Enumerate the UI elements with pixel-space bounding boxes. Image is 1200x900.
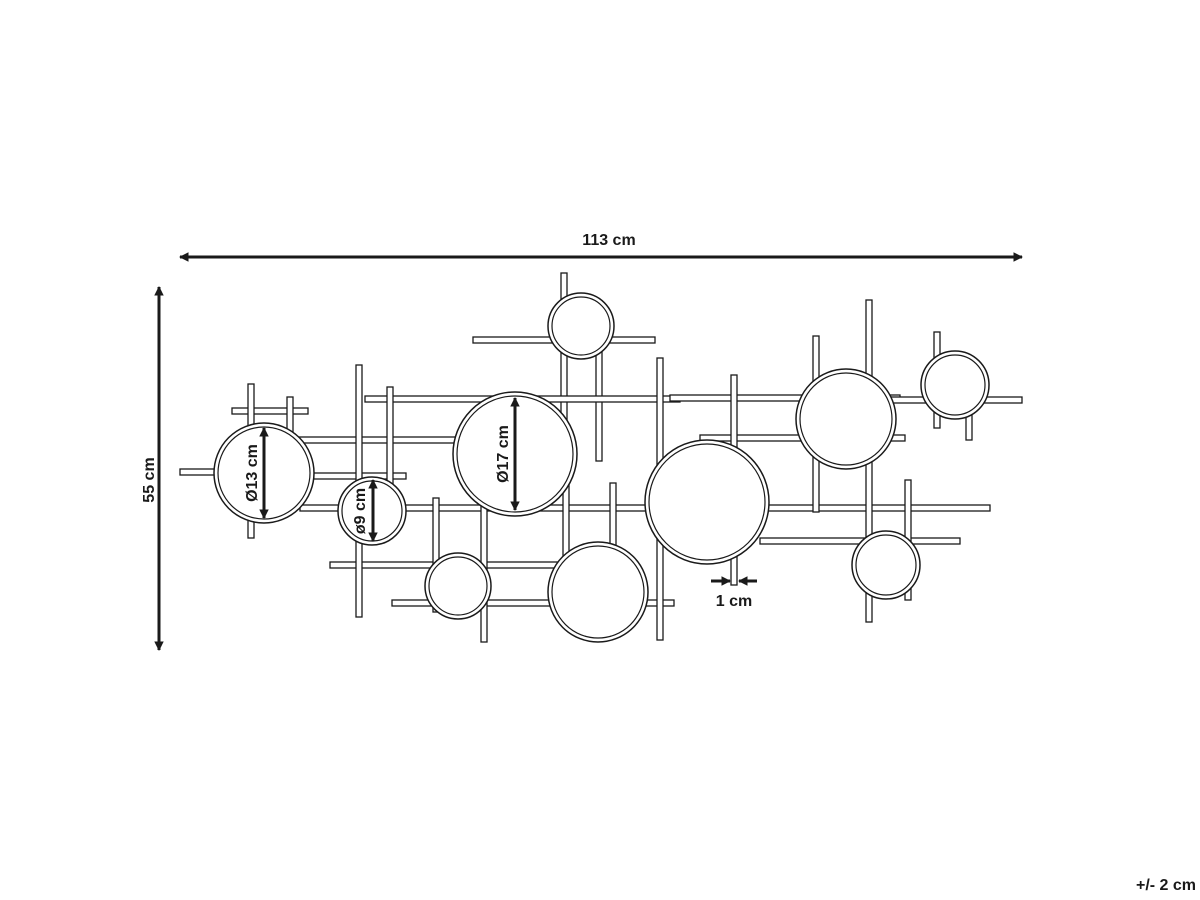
diameter-small-label: ø9 cm	[352, 488, 369, 534]
rod-thickness-label: 1 cm	[716, 593, 752, 610]
mirror-circle	[920, 350, 990, 420]
diameter-medium-label: Ø13 cm	[244, 444, 261, 502]
diameter-large-label: Ø17 cm	[495, 425, 512, 483]
width-label: 113 cm	[582, 232, 635, 249]
mirror-circle	[547, 541, 649, 643]
rod	[391, 599, 675, 607]
mirror-circle	[547, 292, 615, 360]
diameter-large-dimension: Ø17 cm	[495, 397, 520, 511]
width-dimension: 113 cm	[179, 232, 1023, 262]
mirror-circle	[424, 552, 492, 620]
mirrors-layer	[213, 292, 990, 643]
diameter-medium-dimension: Ø13 cm	[244, 427, 269, 519]
rod	[432, 497, 440, 613]
height-label: 55 cm	[141, 457, 158, 502]
rod	[231, 407, 309, 415]
mirror-circle	[851, 530, 921, 600]
diameter-small-dimension: ø9 cm	[352, 479, 378, 542]
height-dimension: 55 cm	[141, 286, 164, 651]
mirror-circle	[644, 439, 770, 565]
tolerance-note: +/- 2 cm	[1136, 877, 1196, 894]
mirror-circle	[795, 368, 897, 470]
rod-thickness-dimension: 1 cm	[711, 576, 757, 610]
rod	[297, 436, 469, 444]
